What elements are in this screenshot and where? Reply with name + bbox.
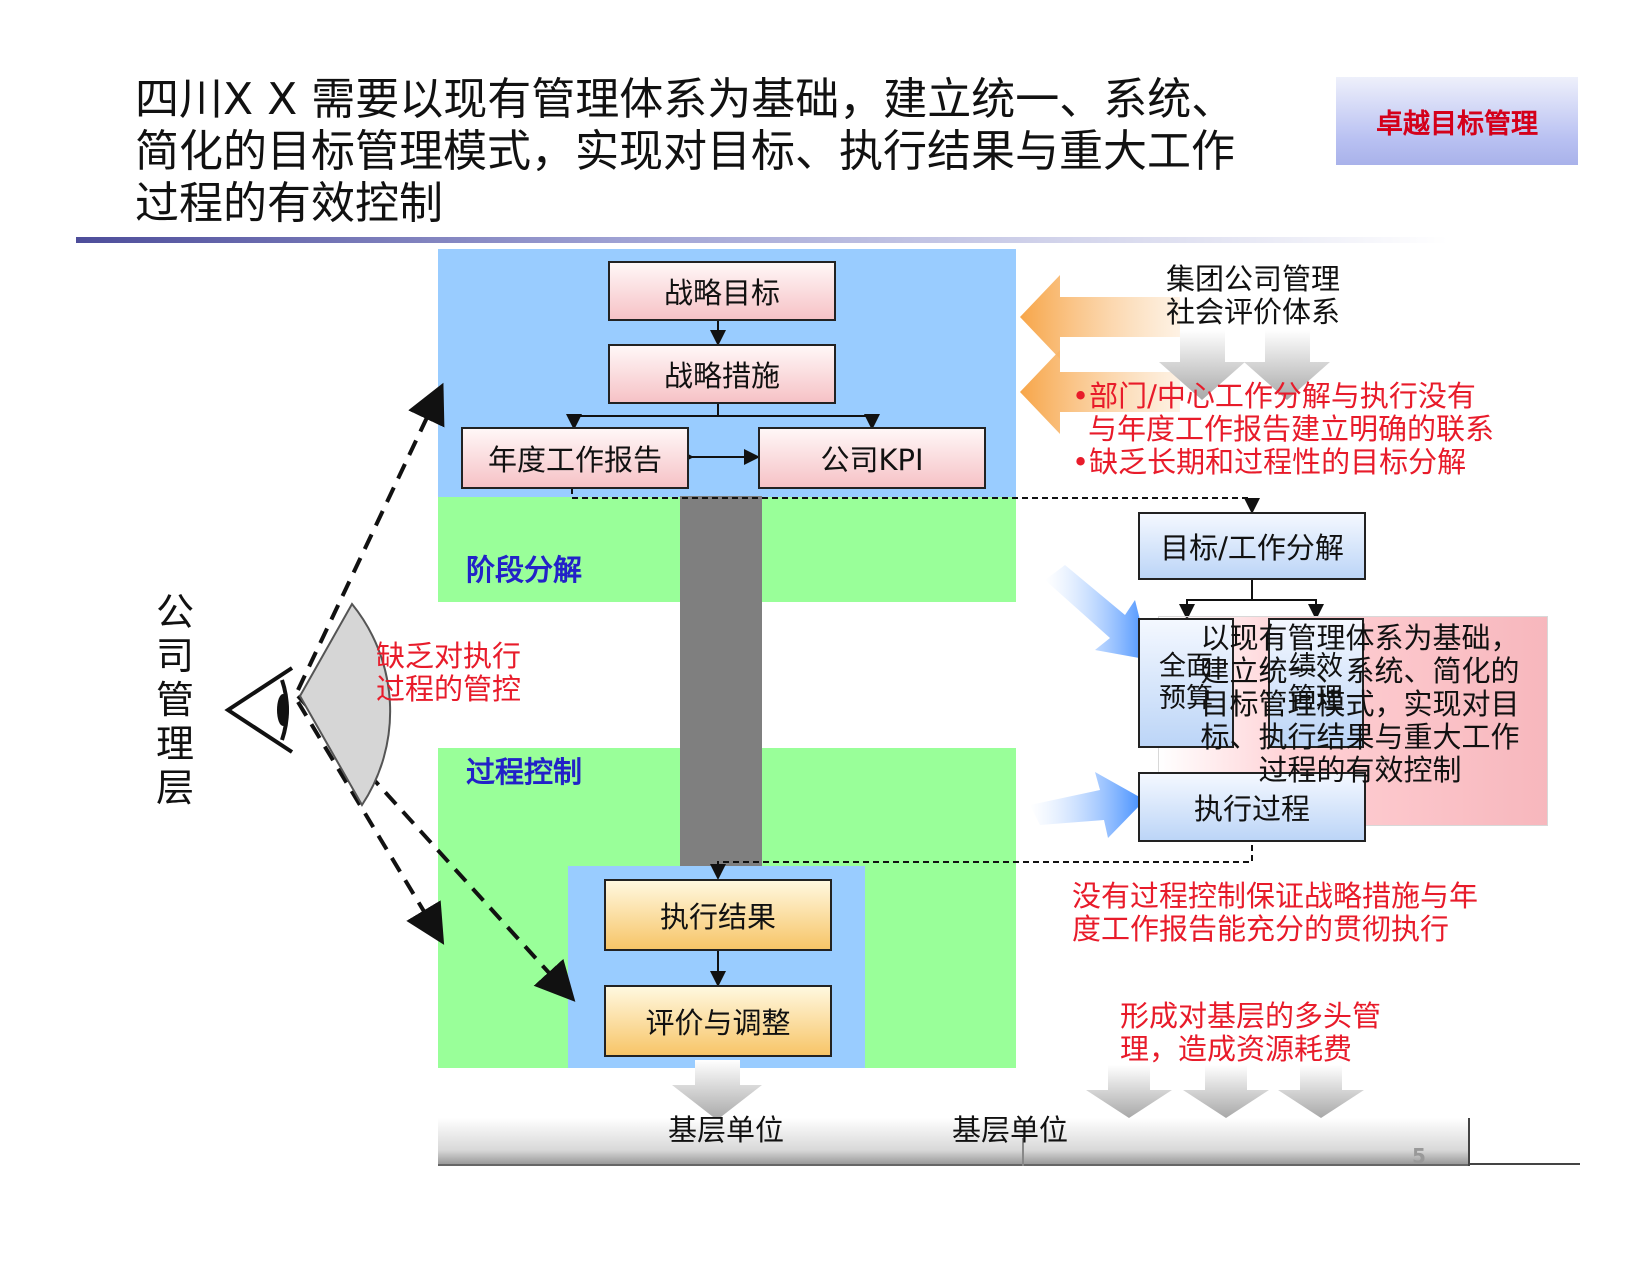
lack-control-line-1: 缺乏对执行 bbox=[376, 639, 522, 673]
base-unit-label-2: 基层单位 bbox=[952, 1113, 1069, 1147]
exec-result-box: 执行结果 bbox=[604, 879, 832, 951]
dashed-top-to-decomp bbox=[571, 488, 1260, 514]
lack-control-note: 缺乏对执行 过程的管控 bbox=[376, 640, 521, 706]
bullet-2: •缺乏长期和过程性的目标分解 bbox=[1072, 445, 1467, 479]
bullet-1-line-1: •部门/中心工作分解与执行没有 bbox=[1072, 379, 1476, 413]
sight-line-bottom bbox=[296, 700, 445, 945]
process-control-label: 过程控制 bbox=[466, 755, 583, 789]
no-process-control-note: 没有过程控制保证战略措施与年 度工作报告能充分的贯彻执行 bbox=[1072, 880, 1478, 946]
bullet-1-line-2: 与年度工作报告建立明确的联系 bbox=[1088, 412, 1495, 446]
ground-right-line bbox=[1470, 1163, 1580, 1165]
callout-text: 以现有管理体系为基础， 建立统一、系统、简化的 目标管理模式，实现对目 标、执行… bbox=[1190, 622, 1530, 787]
full-budget-box: 全面预算 bbox=[1138, 618, 1234, 748]
branch-decomp bbox=[1179, 578, 1253, 620]
orange-arrow-lower bbox=[1020, 350, 1180, 434]
perf-mgmt-label: 绩效管理 bbox=[1289, 651, 1343, 714]
callout-line-1: 以现有管理体系为基础， bbox=[1200, 621, 1520, 655]
orange-arrow-upper bbox=[1020, 275, 1180, 359]
management-label: 公司管理层 bbox=[155, 590, 194, 810]
gray-arrow-bottom-2 bbox=[1183, 1065, 1269, 1118]
callout-line-5: 过程的有效控制 bbox=[1258, 753, 1462, 787]
topic-badge: 卓越目标管理 bbox=[1336, 77, 1578, 165]
multi-mgmt-line-1: 形成对基层的多头管 bbox=[1120, 999, 1382, 1033]
group-eval-text: 集团公司管理 社会评价体系 bbox=[1166, 263, 1340, 329]
perf-mgmt-box: 绩效管理 bbox=[1268, 618, 1364, 748]
eval-adjust-box: 评价与调整 bbox=[604, 985, 832, 1057]
header-divider bbox=[76, 237, 1448, 243]
base-ground-bar bbox=[438, 1118, 1470, 1166]
dashed-exec-to-result bbox=[710, 845, 1253, 880]
gray-pillar bbox=[680, 496, 762, 866]
blue-arrow-lower bbox=[1030, 772, 1145, 838]
branch-measures bbox=[566, 404, 719, 430]
branch-decomp-right bbox=[1252, 599, 1324, 620]
branch-measures-right bbox=[718, 414, 880, 430]
page-number: 5 bbox=[1412, 1144, 1426, 1168]
control-cone bbox=[298, 602, 392, 807]
gray-arrow-down-2 bbox=[1244, 330, 1330, 400]
lack-control-line-2: 过程的管控 bbox=[376, 672, 522, 706]
stage-decomposition-label: 阶段分解 bbox=[466, 553, 583, 587]
callout-line-4: 标、执行结果与重大工作 bbox=[1200, 720, 1520, 754]
group-eval-line-2: 社会评价体系 bbox=[1166, 295, 1341, 329]
blue-arrow-upper bbox=[1045, 565, 1150, 660]
ground-divider bbox=[1022, 1138, 1024, 1166]
ground-end-tick bbox=[1468, 1118, 1470, 1166]
annual-report-box: 年度工作报告 bbox=[461, 427, 689, 489]
callout-line-2: 建立统一、系统、简化的 bbox=[1200, 654, 1520, 688]
gray-arrow-down-1 bbox=[1159, 330, 1245, 400]
multi-mgmt-line-2: 理，造成资源耗费 bbox=[1120, 1032, 1353, 1066]
gray-arrow-bottom-left bbox=[672, 1060, 762, 1120]
page-title: 四川X X 需要以现有管理体系为基础，建立统一、系统、简化的目标管理模式，实现对… bbox=[135, 74, 1236, 229]
group-eval-line-1: 集团公司管理 bbox=[1166, 262, 1341, 296]
base-unit-label-1: 基层单位 bbox=[668, 1113, 785, 1147]
strategy-measures-box: 战略措施 bbox=[608, 344, 836, 404]
company-kpi-box: 公司KPI bbox=[758, 427, 986, 489]
strategy-goal-box: 战略目标 bbox=[608, 261, 836, 321]
gray-arrow-bottom-1 bbox=[1086, 1065, 1172, 1118]
multi-management-note: 形成对基层的多头管 理，造成资源耗费 bbox=[1120, 1000, 1381, 1066]
exec-process-box: 执行过程 bbox=[1138, 772, 1366, 842]
goal-work-decomp-box: 目标/工作分解 bbox=[1138, 512, 1366, 580]
full-budget-label: 全面预算 bbox=[1159, 651, 1213, 714]
gray-arrow-bottom-3 bbox=[1278, 1065, 1364, 1118]
eye-icon bbox=[224, 666, 294, 754]
issue-bullets: •部门/中心工作分解与执行没有 与年度工作报告建立明确的联系 •缺乏长期和过程性… bbox=[1072, 380, 1494, 479]
no-process-line-2: 度工作报告能充分的贯彻执行 bbox=[1072, 912, 1450, 946]
sight-line-top bbox=[296, 382, 445, 691]
no-process-line-1: 没有过程控制保证战略措施与年 bbox=[1072, 879, 1479, 913]
callout-line-3: 目标管理模式，实现对目 bbox=[1200, 687, 1520, 721]
